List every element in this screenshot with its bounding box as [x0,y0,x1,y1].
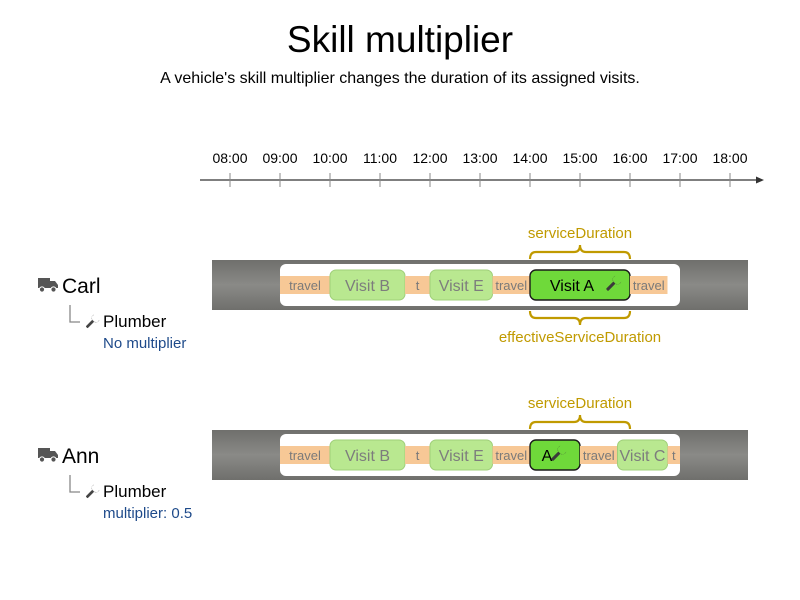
visit-highlight-label: Visit A [550,278,595,295]
tick-label: 08:00 [212,150,247,166]
wrench-icon [85,484,100,499]
travel-label: travel [289,278,321,293]
travel-label: travel [495,278,527,293]
multiplier-label: multiplier: 0.5 [103,505,192,522]
effective-duration-bracket [528,310,632,326]
visit-label: Visit C [620,448,666,465]
travel-segment [280,446,330,464]
tree-connector [69,305,80,323]
visit-label: Visit B [345,448,390,465]
travel-segment [580,446,618,464]
visit-label: Visit E [439,448,484,465]
tick-label: 12:00 [412,150,447,166]
tick-label: 11:00 [363,150,397,166]
tick-label: 14:00 [512,150,547,166]
vehicle-name: Ann [62,445,99,468]
wrench-icon [551,445,567,461]
travel-label: travel [289,448,321,463]
visit-highlight-label: A [542,448,553,465]
travel-label: travel [495,448,527,463]
travel-segment [405,276,430,294]
vehicle-name: Carl [62,275,101,298]
travel-label: t [416,448,420,463]
truck-icon [38,278,58,293]
travel-segment [492,446,530,464]
travel-segment [630,276,668,294]
service-duration-label: serviceDuration [528,225,632,242]
diagram-subtitle: A vehicle's skill multiplier changes the… [160,70,640,87]
tick-label: 17:00 [662,150,697,166]
travel-segment [405,446,430,464]
tree-connector [69,475,80,493]
wrench-icon [606,275,622,291]
tick-label: 10:00 [312,150,347,166]
diagram-title: Skill multiplier [286,19,514,60]
travel-label: t [672,448,676,463]
travel-segment [492,276,530,294]
tick-label: 09:00 [262,150,297,166]
travel-label: travel [633,278,665,293]
tick-label: 16:00 [612,150,647,166]
travel-label: t [416,278,420,293]
axis-arrowhead [756,176,764,184]
skill-label: Plumber [103,312,167,331]
tick-label: 15:00 [562,150,597,166]
service-duration-bracket [528,244,632,260]
vehicle-row-carl: travel Visit B t Visit E travel Visit A travel… [38,225,748,352]
travel-label: travel [583,448,615,463]
tick-label: 18:00 [712,150,747,166]
travel-segment [667,446,680,464]
travel-segment [280,276,330,294]
time-axis: 08:00 09:00 10:00 11:00 12:00 13:00 14:00 15:00… [200,150,764,187]
effective-duration-label: effectiveServiceDuration [499,329,661,346]
skill-label: Plumber [103,482,167,501]
service-duration-label: serviceDuration [528,395,632,412]
visit-label: Visit B [345,278,390,295]
tick-label: 13:00 [462,150,497,166]
truck-icon [38,448,58,463]
service-duration-bracket [528,414,632,430]
visit-label: Visit E [439,278,484,295]
multiplier-label: No multiplier [103,335,186,352]
wrench-icon [85,314,100,329]
